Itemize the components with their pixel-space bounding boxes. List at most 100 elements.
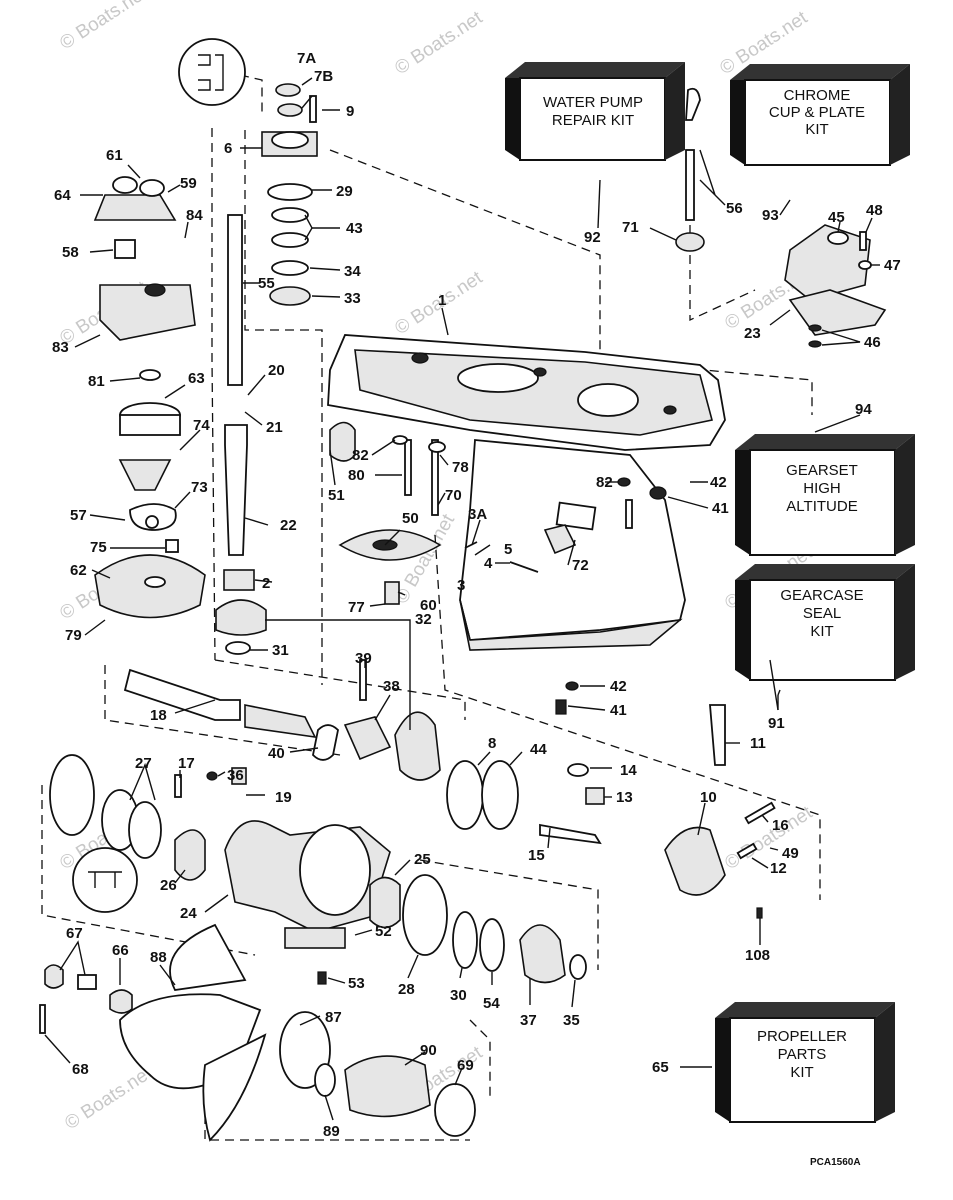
propeller-kit-box: PROPELLER PARTS KIT <box>715 1002 895 1123</box>
shift-and-bolt-parts <box>329 421 667 715</box>
callout-label: 83 <box>52 339 69 356</box>
callout-label: 68 <box>72 1061 89 1078</box>
callout-label: 82 <box>596 474 613 491</box>
propeller-shaft-parts <box>123 659 776 919</box>
callout-label: 92 <box>584 229 601 246</box>
callout-label: 42 <box>710 474 727 491</box>
callout-label: 93 <box>762 207 779 224</box>
assembly-guide-lines <box>41 74 821 1141</box>
kit-label-line: SEAL <box>803 605 841 622</box>
callout-label: 11 <box>750 735 766 752</box>
callout-label: 27 <box>135 755 152 772</box>
callout-label: 7A <box>297 50 316 67</box>
water-pump-kit-box: WATER PUMP REPAIR KIT <box>505 62 685 161</box>
callout-label: 79 <box>65 627 82 644</box>
callout-label: 3 <box>457 577 465 594</box>
callout-label: 30 <box>450 987 467 1004</box>
kit-label-line: GEARCASE <box>780 587 863 604</box>
callout-labels: 7A 7B 9 6 29 43 34 33 61 59 64 84 58 55 … <box>52 50 901 1140</box>
kit-label-line: ALTITUDE <box>786 498 857 515</box>
callout-label: 70 <box>445 487 462 504</box>
callout-label: 44 <box>530 741 547 758</box>
callout-label: 13 <box>616 789 633 806</box>
kit-label-line: PROPELLER <box>757 1028 847 1045</box>
callout-label: 23 <box>744 325 761 342</box>
callout-label: 8 <box>488 735 496 752</box>
callout-label: 12 <box>770 860 787 877</box>
kit-label-line: GEARSET <box>786 462 858 479</box>
callout-leaders <box>44 77 880 1121</box>
callout-label: 52 <box>375 923 392 940</box>
callout-label: 32 <box>415 611 432 628</box>
callout-label: 42 <box>610 678 627 695</box>
callout-label: 66 <box>112 942 129 959</box>
kit-label-line: KIT <box>810 623 833 640</box>
callout-label: 21 <box>266 419 283 436</box>
callout-label: 91 <box>768 715 785 732</box>
callout-label: 75 <box>90 539 107 556</box>
callout-label: 37 <box>520 1012 537 1029</box>
kit-label-line: PARTS <box>778 1046 827 1063</box>
callout-label: 24 <box>180 905 197 922</box>
callout-label: 46 <box>864 334 881 351</box>
callout-label: 62 <box>70 562 87 579</box>
watermark: © Boats.net <box>56 0 152 54</box>
callout-label: 60 <box>420 597 437 614</box>
callout-label: 41 <box>610 702 627 719</box>
callout-label: 31 <box>272 642 289 659</box>
callout-label: 19 <box>275 789 292 806</box>
callout-label: 3A <box>468 506 487 523</box>
callout-label: 87 <box>325 1009 342 1026</box>
watermark: © Boats.net <box>391 7 487 79</box>
callout-label: 67 <box>66 925 83 942</box>
callout-label: 81 <box>88 373 105 390</box>
callout-label: 28 <box>398 981 415 998</box>
callout-label: 57 <box>70 507 87 524</box>
callout-label: 39 <box>355 650 372 667</box>
gearset-kit-box: GEARSET HIGH ALTITUDE <box>735 434 915 556</box>
callout-label: 4 <box>484 555 493 572</box>
kit-label-line: REPAIR KIT <box>552 112 634 129</box>
water-pump-parts <box>93 38 318 655</box>
kit-label-line: HIGH <box>803 480 841 497</box>
callout-label: 53 <box>348 975 365 992</box>
bearing-housing-parts <box>49 754 587 985</box>
callout-label: 7B <box>314 68 333 85</box>
callout-label: 90 <box>420 1042 437 1059</box>
kit-label-line: CHROME <box>784 87 851 104</box>
callout-label: 61 <box>106 147 123 164</box>
callout-label: 51 <box>328 487 345 504</box>
callout-label: 80 <box>348 467 365 484</box>
callout-label: 49 <box>782 845 799 862</box>
callout-label: 47 <box>884 257 901 274</box>
diagram-code: PCA1560A <box>810 1157 861 1168</box>
callout-label: 69 <box>457 1057 474 1074</box>
callout-label: 25 <box>414 851 431 868</box>
callout-label: 73 <box>191 479 208 496</box>
callout-label: 65 <box>652 1059 669 1076</box>
callout-label: 6 <box>224 140 232 157</box>
callout-label: 35 <box>563 1012 580 1029</box>
callout-label: 16 <box>772 817 789 834</box>
callout-label: 1 <box>438 292 446 309</box>
callout-label: 59 <box>180 175 197 192</box>
callout-label: 84 <box>186 207 203 224</box>
water-tube-parts <box>675 87 887 348</box>
callout-label: 36 <box>227 767 244 784</box>
callout-label: 64 <box>54 187 71 204</box>
callout-label: 15 <box>528 847 545 864</box>
callout-label: 55 <box>258 275 275 292</box>
callout-label: 22 <box>280 517 297 534</box>
kit-label-line: KIT <box>805 121 828 138</box>
callout-label: 41 <box>712 500 729 517</box>
callout-label: 43 <box>346 220 363 237</box>
callout-label: 9 <box>346 103 354 120</box>
callout-label: 71 <box>622 219 639 236</box>
propeller-parts <box>39 923 476 1142</box>
callout-label: 14 <box>620 762 637 779</box>
callout-label: 78 <box>452 459 469 476</box>
callout-label: 17 <box>178 755 195 772</box>
callout-label: 54 <box>483 995 500 1012</box>
callout-label: 82 <box>352 447 369 464</box>
